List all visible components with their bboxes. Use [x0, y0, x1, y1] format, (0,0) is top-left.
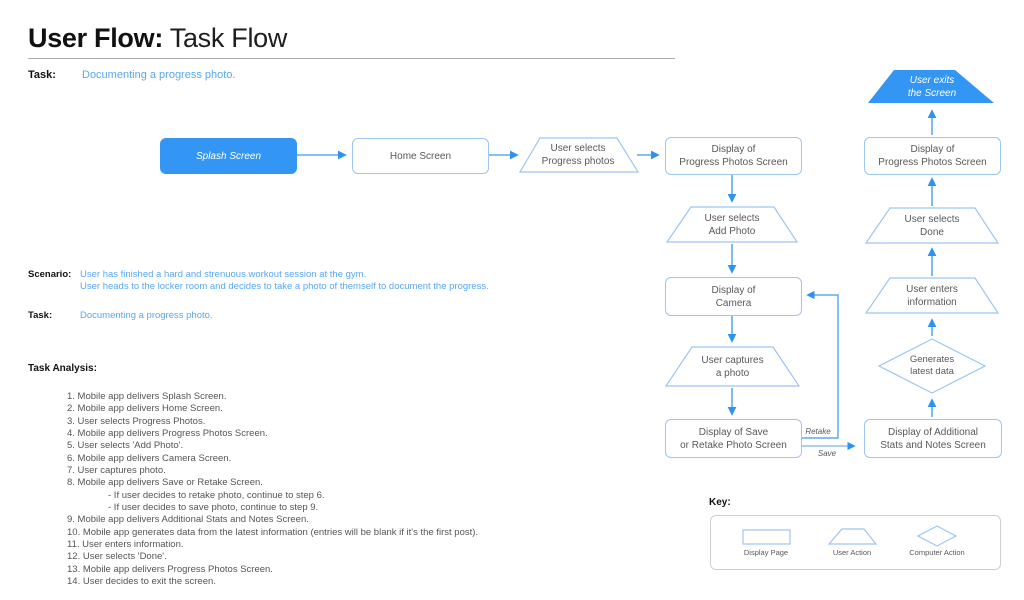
key-computer-action-label: Computer Action: [909, 548, 965, 557]
task-analysis-label: Task Analysis:: [28, 363, 97, 374]
scenario-line-2: User heads to the locker room and decide…: [80, 280, 489, 292]
task-analysis-item: 3. User selects Progress Photos.: [67, 415, 206, 427]
header-task-line: Task: Documenting a progress photo.: [28, 69, 235, 81]
task-analysis-subitem: - If user decides to retake photo, conti…: [108, 489, 325, 501]
task-analysis-item: 11. User enters information.: [67, 539, 184, 551]
trapezoid-add-photo: [665, 206, 799, 243]
scenario-label: Scenario:: [28, 269, 72, 280]
node-enters-info-label: User enters information: [906, 283, 958, 308]
task-analysis-item: 13. Mobile app delivers Progress Photos …: [67, 563, 273, 575]
trapezoid-select-progress: [518, 137, 640, 173]
task-analysis-item: 14. User decides to exit the screen.: [67, 576, 216, 588]
key-user-action-label: User Action: [832, 548, 872, 557]
scenario-line-1: User has finished a hard and strenuous w…: [80, 269, 367, 280]
trapezoid-enters-info: [864, 277, 1000, 314]
task-analysis-item: 1. Mobile app delivers Splash Screen.: [67, 391, 227, 402]
task-analysis-item: 10. Mobile app generates data from the l…: [67, 526, 479, 538]
node-display-stats-notes: Display of Additional Stats and Notes Sc…: [864, 419, 1002, 458]
task-analysis-item: 5. User selects 'Add Photo'.: [67, 440, 184, 452]
trapezoid-select-done: [864, 207, 1000, 244]
node-display-progress-photos-2: Display of Progress Photos Screen: [864, 137, 1001, 175]
task-analysis-item: 7. User captures photo.: [67, 465, 166, 477]
key-user-action-shape: [827, 528, 878, 545]
task-analysis-subitem: - If user decides to save photo, continu…: [108, 502, 319, 514]
task-analysis-item: 4. Mobile app delivers Progress Photos S…: [67, 428, 268, 440]
node-display-progress-photos-1: Display of Progress Photos Screen: [665, 137, 802, 175]
task-analysis-item: 12. User selects 'Done'.: [67, 551, 167, 563]
task-analysis-item: 6. Mobile app delivers Camera Screen.: [67, 452, 232, 464]
node-select-progress-label: User selects Progress photos: [541, 143, 615, 167]
key-label: Key:: [709, 497, 731, 508]
header-task-label: Task:: [28, 69, 56, 81]
header-task-value: Documenting a progress photo.: [82, 69, 236, 81]
key-display-page-shape: [742, 529, 791, 545]
key-computer-action-shape: [916, 525, 958, 547]
task-analysis-item: 9. Mobile app delivers Additional Stats …: [67, 514, 309, 526]
key-box: [710, 515, 1001, 570]
scenario-task-value: Documenting a progress photo.: [80, 310, 213, 321]
task-analysis-item: 8. Mobile app delivers Save or Retake Sc…: [67, 477, 263, 489]
scenario-task-label: Task:: [28, 310, 53, 321]
trapezoid-capture-photo: [664, 346, 801, 387]
node-display-save-retake: Display of Save or Retake Photo Screen: [665, 419, 802, 458]
node-select-add-photo-label: User selects Add Photo: [704, 212, 760, 237]
node-capture-photo-label: User captures a photo: [701, 354, 764, 379]
title-divider: [28, 58, 675, 59]
edge-label-save: Save: [817, 449, 837, 458]
page-title-light: Task Flow: [163, 23, 288, 53]
node-generates-data-label: Generates latest data: [909, 353, 955, 377]
page-title-bold: User Flow:: [28, 23, 164, 53]
edge-label-retake: Retake: [805, 427, 831, 436]
node-splash-screen: Splash Screen: [160, 138, 297, 174]
node-select-done-label: User selects Done: [904, 213, 960, 238]
arrow-retake-loop: [801, 290, 839, 439]
node-home-screen: Home Screen: [352, 138, 489, 174]
node-user-exits-label: User exits the Screen: [907, 74, 957, 99]
task-analysis-list: 1. Mobile app delivers Splash Screen. 2.…: [67, 391, 478, 589]
trapezoid-user-exits: [868, 70, 994, 103]
scenario-text: User has finished a hard and strenuous w…: [80, 269, 489, 292]
page-title: User Flow: Task Flow: [28, 23, 288, 54]
node-display-camera: Display of Camera: [665, 277, 802, 316]
key-display-page-label: Display Page: [743, 548, 789, 557]
task-analysis-item: 2. Mobile app delivers Home Screen.: [67, 403, 223, 415]
diamond-generates-data: [877, 338, 987, 394]
